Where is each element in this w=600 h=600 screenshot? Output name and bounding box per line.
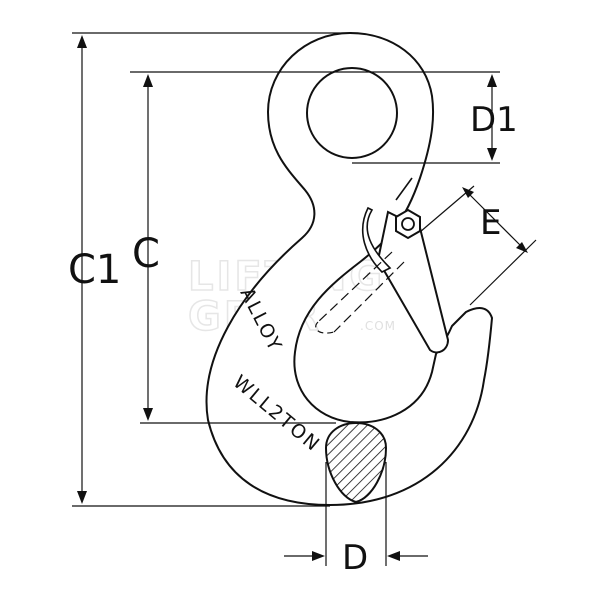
dimension-c1-label: C1	[68, 247, 121, 293]
cross-section-hatched	[324, 421, 388, 504]
dimension-d-label: D	[342, 538, 368, 578]
eye-hole	[306, 67, 398, 159]
dimension-e	[419, 185, 537, 306]
dimension-c	[130, 71, 500, 424]
safety-latch	[315, 177, 450, 354]
dimension-d	[284, 462, 428, 566]
dimension-e-label: E	[480, 203, 501, 243]
watermark-suffix: .COM	[360, 319, 396, 333]
dimension-c1	[72, 32, 352, 507]
dimension-c-label: C	[132, 231, 160, 277]
dimension-d1-label: D1	[470, 100, 518, 140]
dimension-d1	[352, 74, 500, 164]
